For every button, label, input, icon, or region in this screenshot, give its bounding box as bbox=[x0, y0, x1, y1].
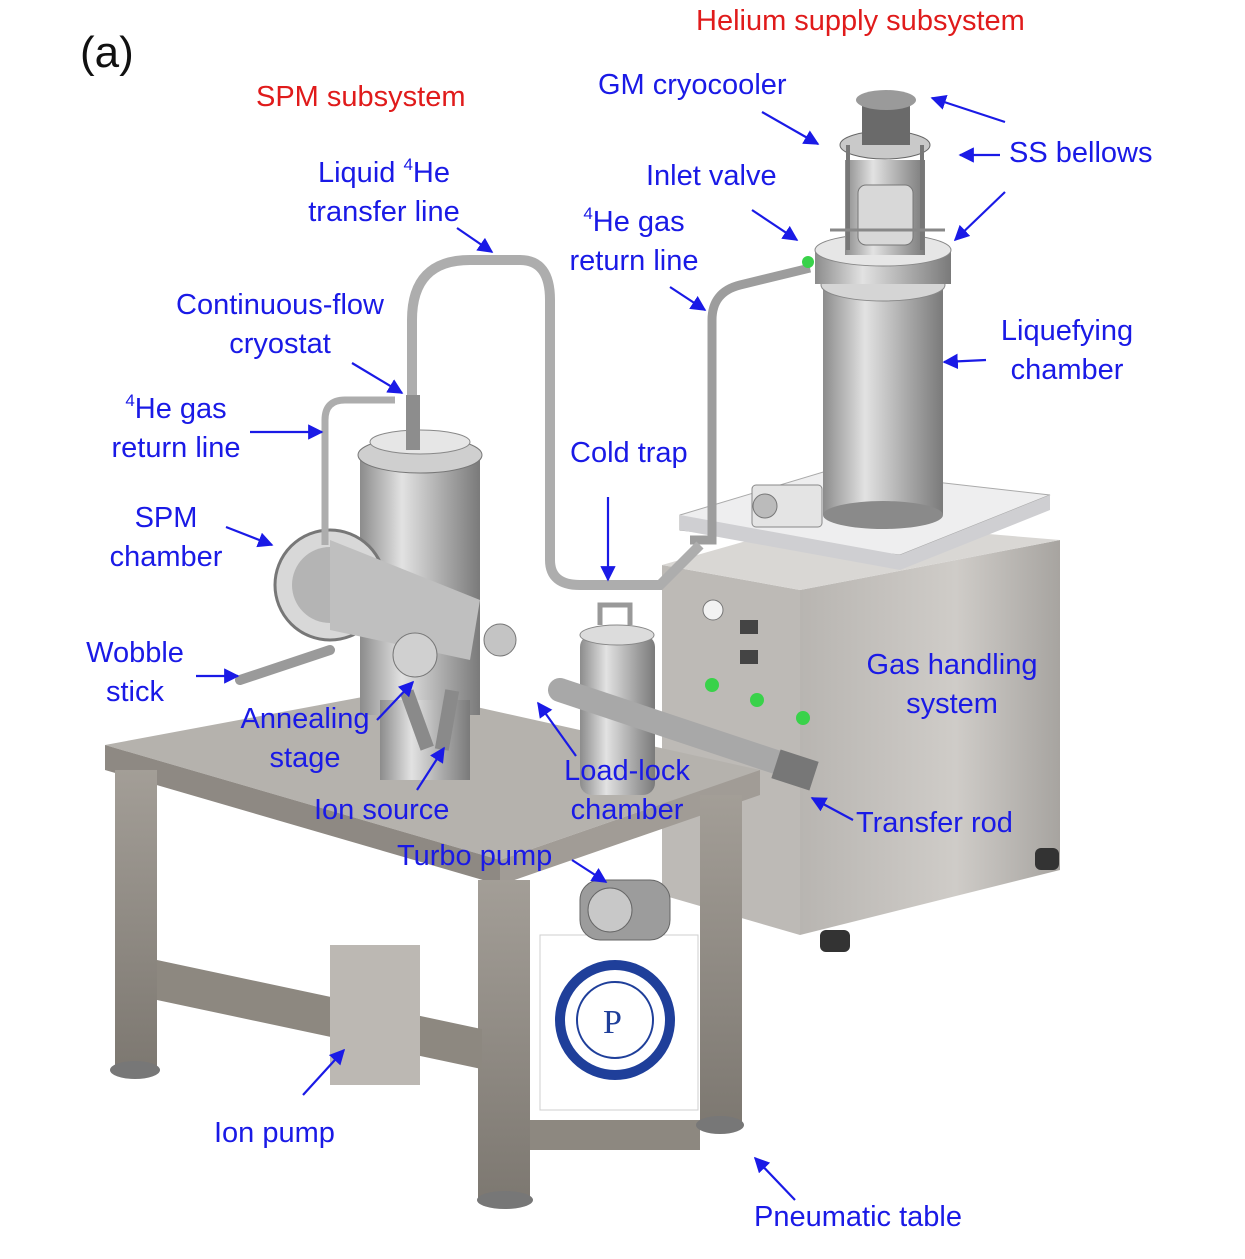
wobble-line2: stick bbox=[106, 676, 164, 708]
liquid-transfer-line1-b: He bbox=[412, 157, 450, 189]
he-isotope-superscript: 4 bbox=[583, 204, 593, 223]
turbo-pump bbox=[579, 879, 671, 941]
gas-handling-system-label: Gas handling system bbox=[852, 646, 1052, 724]
continuous-flow-line2: cryostat bbox=[229, 328, 331, 360]
gas-handling-line1: Gas handling bbox=[866, 649, 1038, 681]
cold-trap-label: Cold trap bbox=[570, 437, 688, 469]
he-return-left-line2: return line bbox=[111, 432, 241, 464]
spm-chamber-label: SPM chamber bbox=[100, 499, 232, 577]
ss-bellows-label: SS bellows bbox=[1009, 137, 1153, 169]
panel-label: (a) bbox=[80, 28, 134, 77]
gm-cryocooler-label: GM cryocooler bbox=[598, 69, 787, 101]
liquefying-chamber-label: Liquefying chamber bbox=[990, 312, 1144, 390]
wobble-stick-label: Wobble stick bbox=[76, 634, 194, 712]
he-return-line-left bbox=[321, 396, 395, 545]
annealing-line1: Annealing bbox=[240, 703, 370, 735]
liquid-he-transfer-line bbox=[407, 255, 704, 590]
he-isotope-superscript: 4 bbox=[403, 155, 413, 174]
turbo-pump-label: Turbo pump bbox=[397, 840, 553, 872]
transfer-rod bbox=[548, 678, 812, 782]
wobble-stick bbox=[235, 645, 335, 685]
liquefying-chamber bbox=[751, 233, 952, 529]
he-gas-return-line-right-label: 4He gas return line bbox=[558, 203, 710, 281]
indicator-light-green-1 bbox=[705, 678, 719, 692]
annealing-stage-label: Annealing stage bbox=[228, 700, 382, 778]
he-return-right-line1: He gas bbox=[592, 206, 685, 238]
indicator-light-green-2 bbox=[750, 693, 764, 707]
liquid-he-transfer-line-label: Liquid 4He transfer line bbox=[296, 154, 472, 232]
he-return-right-line2: return line bbox=[569, 245, 699, 277]
spm-chamber-line2: chamber bbox=[109, 541, 223, 573]
continuous-flow-line1: Continuous-flow bbox=[176, 289, 384, 321]
gm-cryocooler bbox=[830, 90, 945, 255]
continuous-flow-cryostat-label: Continuous-flow cryostat bbox=[160, 286, 400, 364]
svg-text:P: P bbox=[603, 1004, 622, 1041]
liquid-transfer-line1-a: Liquid bbox=[317, 157, 404, 189]
liquefying-line1: Liquefying bbox=[1000, 315, 1134, 347]
he-isotope-superscript: 4 bbox=[125, 391, 135, 410]
load-lock-chamber-label: Load-lock chamber bbox=[552, 752, 702, 830]
helium-supply-subsystem-title: Helium supply subsystem bbox=[696, 5, 1025, 37]
load-lock-line2: chamber bbox=[570, 794, 684, 826]
ion-source-label: Ion source bbox=[314, 794, 450, 826]
gas-handling-line2: system bbox=[906, 688, 998, 720]
inlet-valve-label: Inlet valve bbox=[646, 160, 777, 192]
annotation-arrows bbox=[196, 95, 1006, 1201]
liquefying-line2: chamber bbox=[1010, 354, 1124, 386]
he-return-left-line1: He gas bbox=[134, 393, 227, 425]
transfer-rod-label: Transfer rod bbox=[856, 807, 1013, 839]
he-return-line-right bbox=[690, 263, 812, 545]
pneumatic-table-label: Pneumatic table bbox=[754, 1201, 962, 1233]
spm-subsystem-title: SPM subsystem bbox=[256, 81, 466, 113]
load-lock-line1: Load-lock bbox=[564, 755, 690, 787]
indicator-light-green-3 bbox=[796, 711, 810, 725]
spm-chamber-line1: SPM bbox=[134, 502, 198, 534]
ion-pump-label: Ion pump bbox=[214, 1117, 335, 1149]
spm-chamber bbox=[273, 429, 517, 780]
wobble-line1: Wobble bbox=[86, 637, 184, 669]
annealing-line2: stage bbox=[269, 742, 341, 774]
liquid-transfer-line2: transfer line bbox=[308, 196, 460, 228]
he-gas-return-line-left-label: 4He gas return line bbox=[100, 390, 252, 468]
